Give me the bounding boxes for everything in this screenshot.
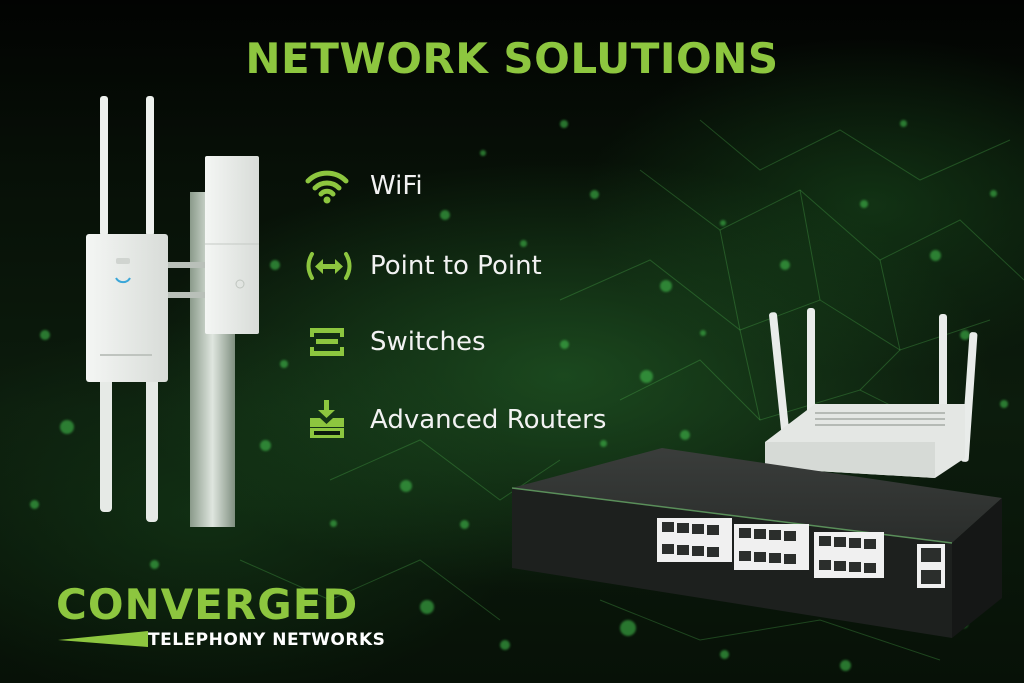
point-to-point-icon (304, 248, 354, 284)
feature-switches: Switches (304, 322, 486, 362)
feature-advanced-routers: Advanced Routers (304, 400, 606, 440)
feature-point-to-point: Point to Point (304, 246, 542, 286)
feature-wifi: WiFi (304, 166, 423, 206)
router-icon (304, 400, 354, 438)
logo-wordmark: CONVERGED (56, 580, 359, 629)
page-title: NETWORK SOLUTIONS (245, 34, 779, 83)
router-image (765, 308, 978, 478)
wifi-icon (304, 168, 354, 204)
feature-label: Point to Point (370, 251, 542, 281)
converged-logo: CONVERGED TELEPHONY NETWORKS (56, 580, 385, 651)
switch-icon (304, 324, 354, 360)
outdoor-access-point-image (86, 96, 259, 527)
feature-label: Advanced Routers (370, 405, 607, 435)
logo-tagline: TELEPHONY NETWORKS (148, 630, 386, 650)
feature-label: WiFi (370, 171, 423, 201)
feature-label: Switches (370, 327, 486, 357)
network-switch-image (512, 448, 1002, 638)
logo-wedge-icon (58, 631, 148, 647)
